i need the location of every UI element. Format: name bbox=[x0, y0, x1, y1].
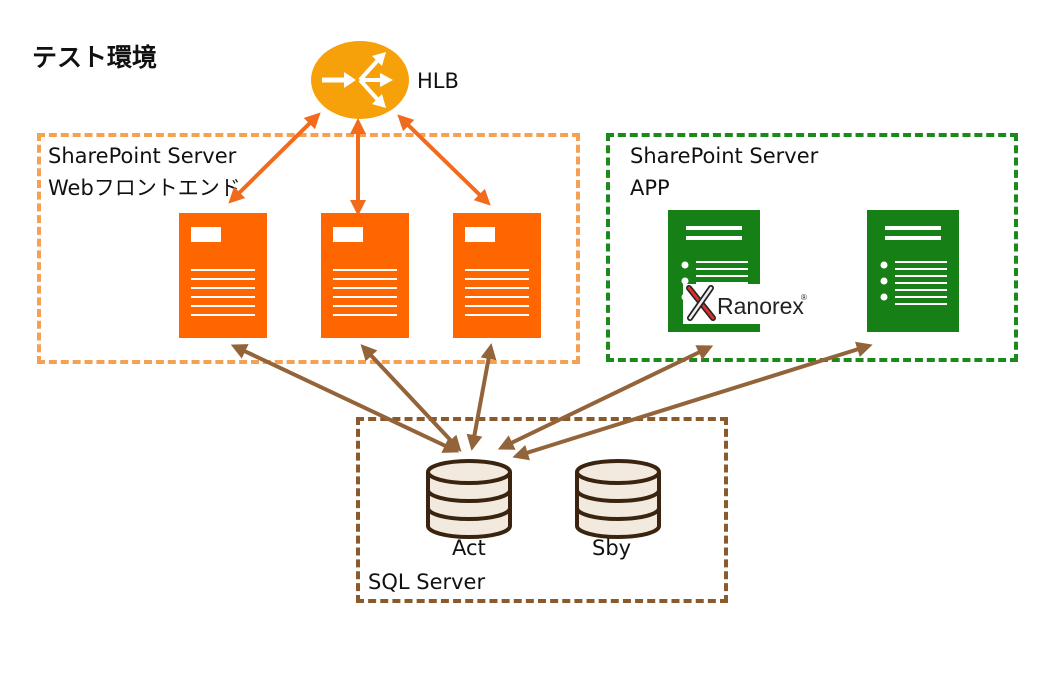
web-server-3 bbox=[453, 213, 541, 338]
arrow-web3-db bbox=[466, 343, 497, 451]
arrow-app1-db bbox=[497, 345, 714, 450]
web-server-2 bbox=[321, 213, 409, 338]
ranorex-registered-mark: ® bbox=[801, 293, 807, 302]
sql-zone-label: SQL Server bbox=[368, 570, 486, 594]
arrow-app2-db bbox=[512, 341, 873, 461]
ranorex-logo: Ranorex ® bbox=[683, 284, 809, 324]
database-act-icon bbox=[426, 459, 512, 539]
database-act-label: Act bbox=[452, 536, 486, 560]
web-zone-title: SharePoint Server bbox=[48, 144, 237, 168]
app-server-2 bbox=[867, 210, 959, 332]
ranorex-text: Ranorex bbox=[717, 293, 804, 319]
router-icon bbox=[311, 41, 409, 119]
arrow-hlb-web3 bbox=[397, 114, 491, 206]
hlb-label: HLB bbox=[417, 69, 459, 93]
arrow-web1-db bbox=[230, 344, 460, 453]
arrow-hlb-web1 bbox=[228, 112, 321, 204]
arrow-web2-db bbox=[360, 344, 462, 452]
ranorex-x-icon bbox=[686, 285, 716, 321]
database-sby-icon bbox=[575, 459, 661, 539]
page-title: テスト環境 bbox=[32, 43, 158, 72]
app-zone-subtitle: APP bbox=[630, 176, 670, 200]
web-zone-subtitle: Webフロントエンド bbox=[48, 176, 241, 200]
web-server-1 bbox=[179, 213, 267, 338]
database-sby-label: Sby bbox=[592, 536, 632, 560]
app-zone-title: SharePoint Server bbox=[630, 144, 819, 168]
